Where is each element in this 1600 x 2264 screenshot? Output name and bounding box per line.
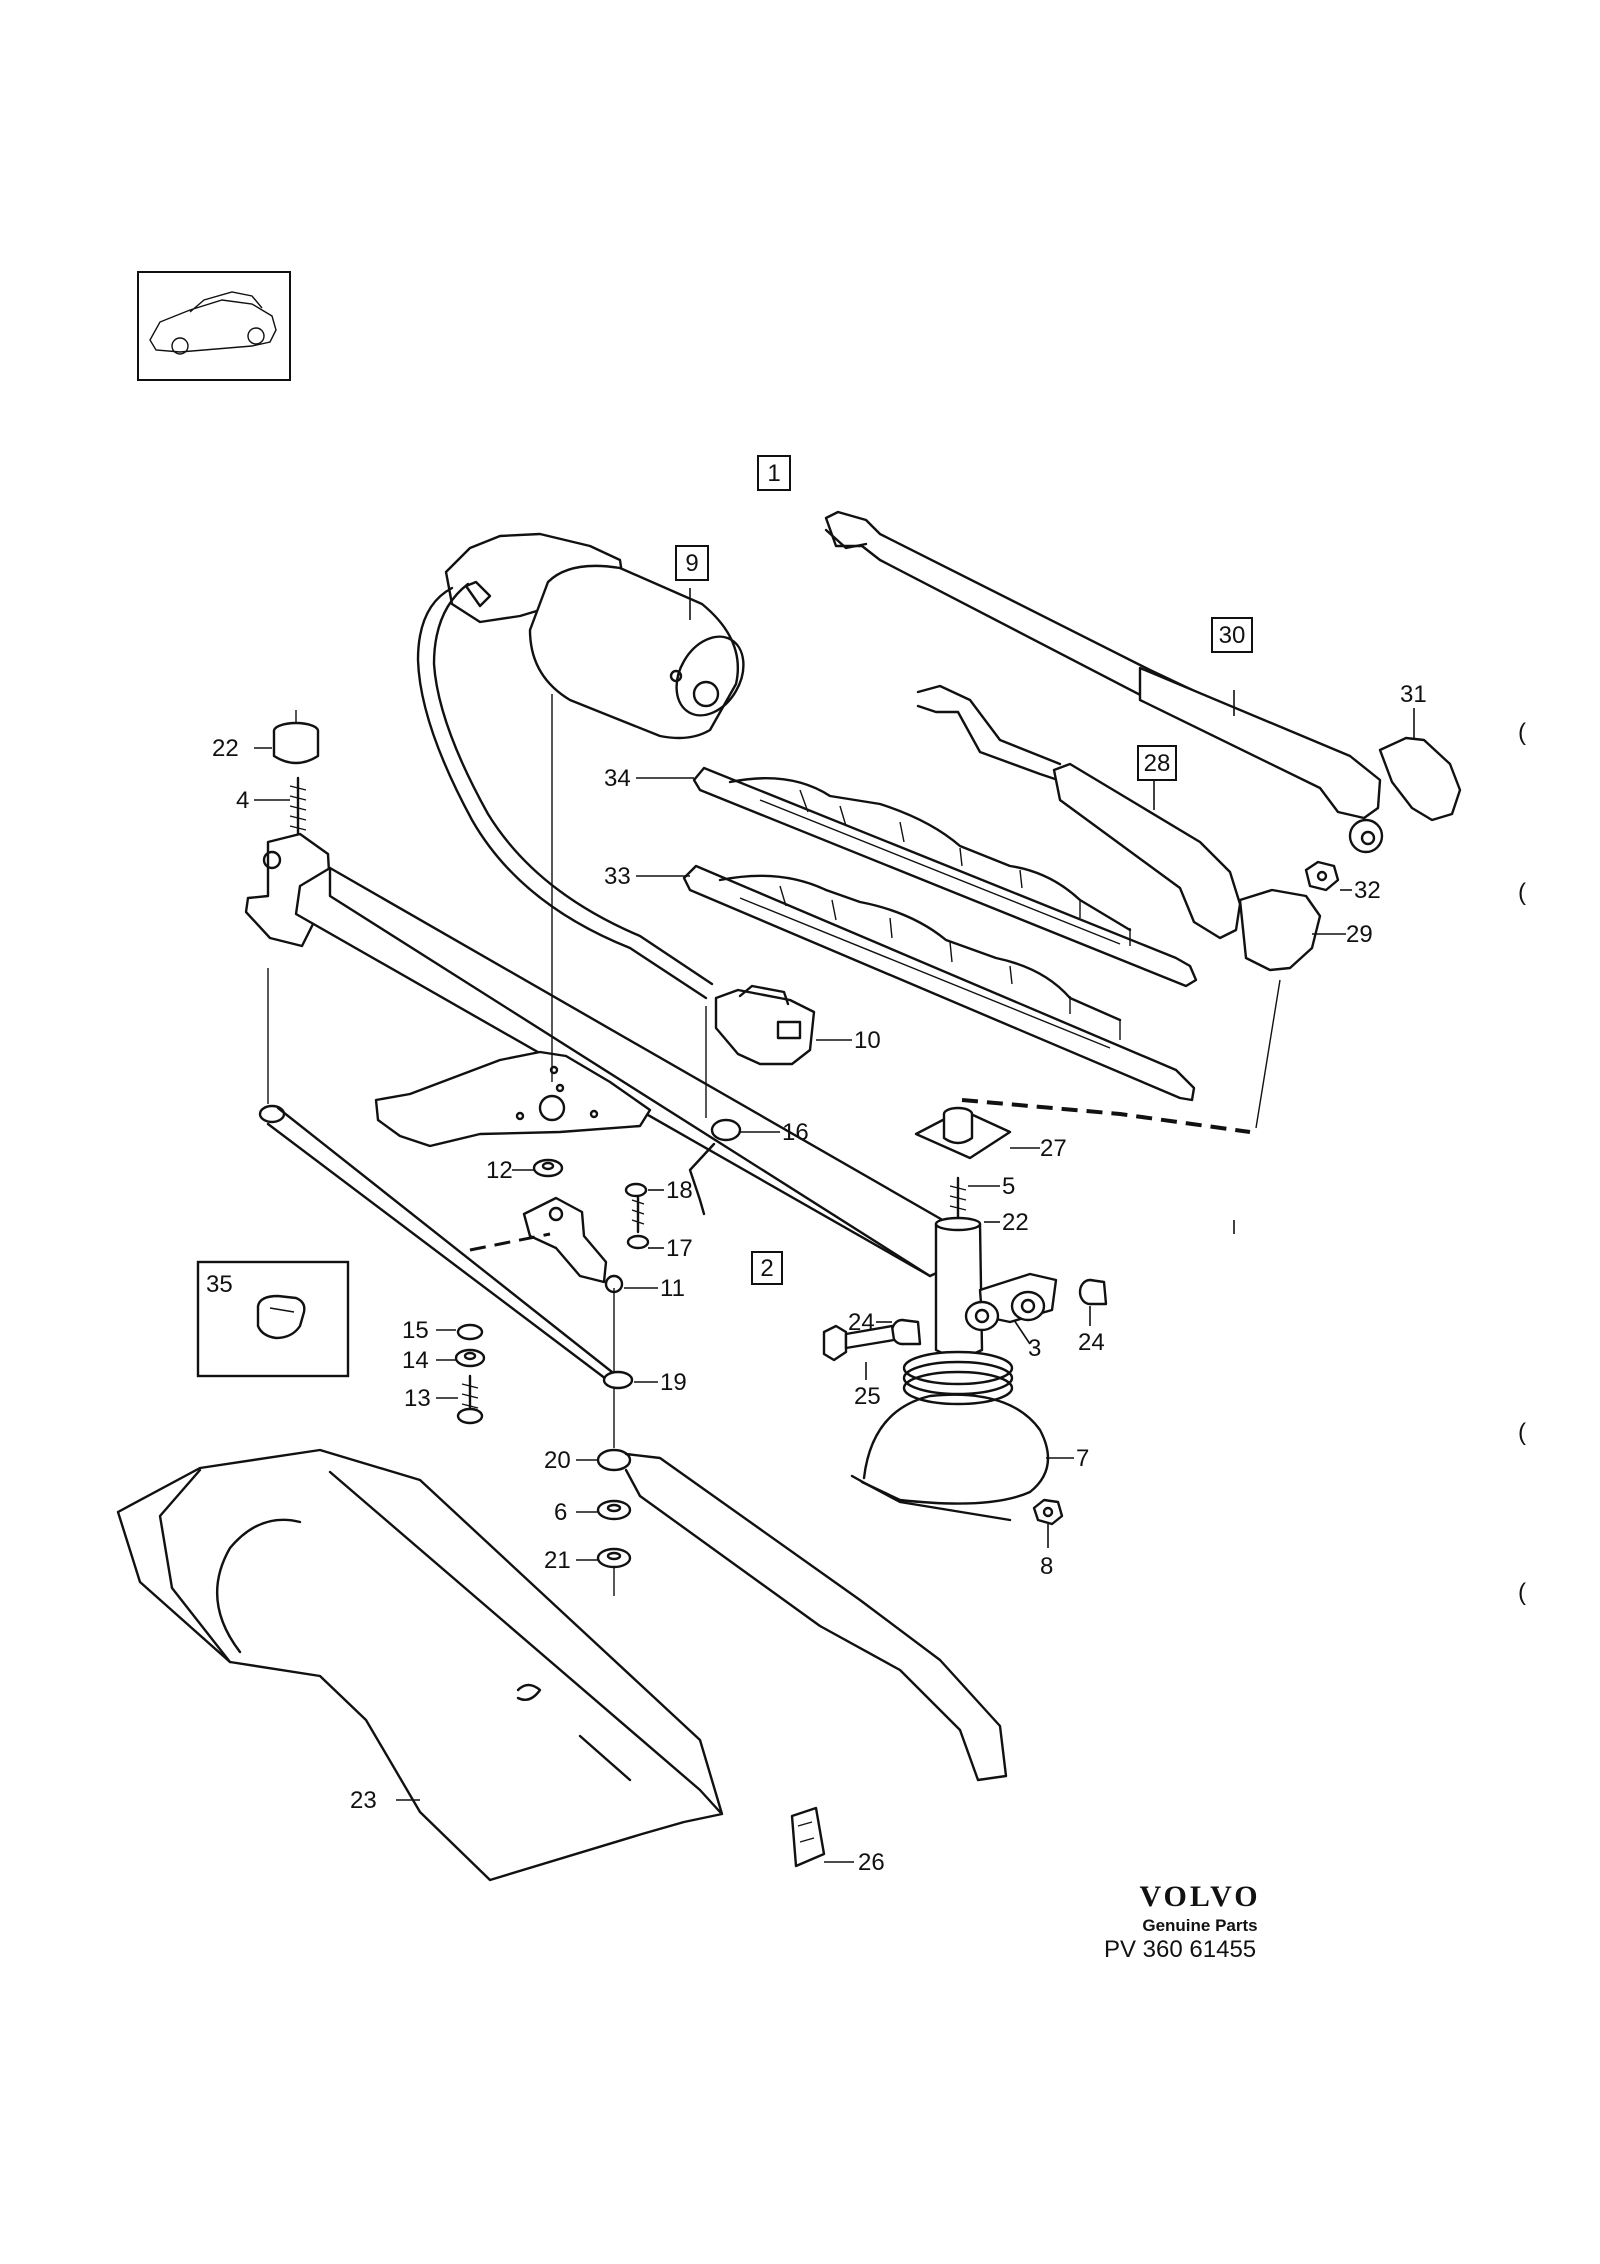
- callout-29: 29: [1346, 921, 1373, 948]
- callout-5: 5: [1002, 1173, 1015, 1200]
- callout-17: 17: [666, 1235, 693, 1262]
- washer-14: [454, 1348, 486, 1368]
- callout-box-9: 9: [675, 545, 709, 581]
- bush-22-left: [272, 710, 320, 765]
- washer-18: [624, 1182, 648, 1198]
- screw-17: [626, 1194, 650, 1250]
- bolt-25: [822, 1324, 896, 1362]
- callout-box-1: 1: [757, 455, 791, 491]
- bush-24-right: [1078, 1278, 1108, 1306]
- callout-box-30: 30: [1211, 617, 1253, 653]
- volvo-logo: VOLVO: [1139, 1880, 1261, 1913]
- car-icon: [149, 291, 277, 353]
- callout-31: 31: [1400, 681, 1427, 708]
- callout-22-left: 22: [212, 735, 239, 762]
- callout-27: 27: [1040, 1135, 1067, 1162]
- nut-32: [1304, 860, 1340, 892]
- connector-10: [714, 984, 816, 1066]
- assembly-guides: [267, 694, 1281, 1596]
- callout-7: 7: [1076, 1445, 1089, 1472]
- cowl-panel-23: [116, 1448, 724, 1882]
- callout-24-right: 24: [1078, 1329, 1105, 1356]
- svg-text:(: (: [1518, 1579, 1526, 1606]
- callout-box-2: 2: [751, 1251, 783, 1285]
- callout-12: 12: [486, 1157, 513, 1184]
- motor-9: [444, 532, 745, 740]
- brand-block: VOLVO Genuine Parts: [1110, 1880, 1290, 1936]
- callout-8: 8: [1040, 1553, 1053, 1580]
- grommet-16: [688, 1118, 742, 1216]
- ground-cable-7: [850, 1393, 1050, 1522]
- callout-2: 2: [760, 1255, 773, 1282]
- washer-21: [596, 1547, 632, 1569]
- callout-18: 18: [666, 1177, 693, 1204]
- callout-10: 10: [854, 1027, 881, 1054]
- callout-32: 32: [1354, 877, 1381, 904]
- dashed-link-right: [961, 1098, 1251, 1134]
- document-reference: PV 360 61455: [1104, 1936, 1257, 1963]
- callout-box-28: 28: [1137, 745, 1177, 781]
- dashed-link-left: [469, 1232, 551, 1252]
- leader-lines: [254, 588, 1415, 1863]
- callout-1: 1: [767, 460, 780, 487]
- motor-cable: [416, 582, 714, 1000]
- svg-text:(: (: [1518, 879, 1526, 906]
- callout-11: 11: [660, 1275, 685, 1302]
- callout-19: 19: [660, 1369, 687, 1396]
- brand-subtitle: Genuine Parts: [1142, 1916, 1258, 1935]
- callout-15: 15: [402, 1317, 429, 1344]
- callout-30: 30: [1219, 622, 1246, 649]
- callout-3: 3: [1028, 1335, 1041, 1362]
- bolt-13: [456, 1374, 484, 1425]
- callout-20: 20: [544, 1447, 571, 1474]
- margin-marks: ( ( ( (: [1518, 719, 1526, 1606]
- link-rod-left: [258, 1104, 634, 1390]
- bracket-11: [522, 1196, 624, 1294]
- washer-15: [456, 1323, 484, 1341]
- bush-24-left: [890, 1318, 922, 1346]
- clip-26: [790, 1806, 826, 1868]
- callout-13: 13: [404, 1385, 431, 1412]
- nut-8: [1032, 1498, 1064, 1526]
- wiper-arm-30: [824, 510, 1384, 854]
- callout-26: 26: [858, 1849, 885, 1876]
- washer-6: [596, 1499, 632, 1521]
- callout-6: 6: [554, 1499, 567, 1526]
- detail-box-35: [196, 1260, 350, 1378]
- callout-28: 28: [1144, 750, 1171, 777]
- pivot-assembly: [902, 1106, 1058, 1406]
- callout-34: 34: [604, 765, 631, 792]
- callout-16: 16: [782, 1119, 809, 1146]
- callout-14: 14: [402, 1347, 429, 1374]
- wiper-blade-34: [692, 766, 1198, 988]
- link-rod-lower: [596, 1448, 1008, 1782]
- callout-4: 4: [236, 787, 249, 814]
- svg-text:(: (: [1518, 1419, 1526, 1446]
- callout-23: 23: [350, 1787, 377, 1814]
- vehicle-thumbnail: [137, 271, 291, 381]
- callout-25: 25: [854, 1383, 881, 1410]
- callout-24-left: 24: [848, 1309, 875, 1336]
- callout-21: 21: [544, 1547, 571, 1574]
- washer-12: [532, 1158, 564, 1178]
- wiper-arm-28: [916, 684, 1322, 972]
- svg-text:(: (: [1518, 719, 1526, 746]
- callout-22-right: 22: [1002, 1209, 1029, 1236]
- callout-9: 9: [685, 550, 698, 577]
- callout-33: 33: [604, 863, 631, 890]
- wiper-blade-33: [682, 864, 1196, 1102]
- callout-35: 35: [206, 1271, 233, 1298]
- cap-31: [1378, 736, 1462, 822]
- clip-icon: [256, 1294, 306, 1340]
